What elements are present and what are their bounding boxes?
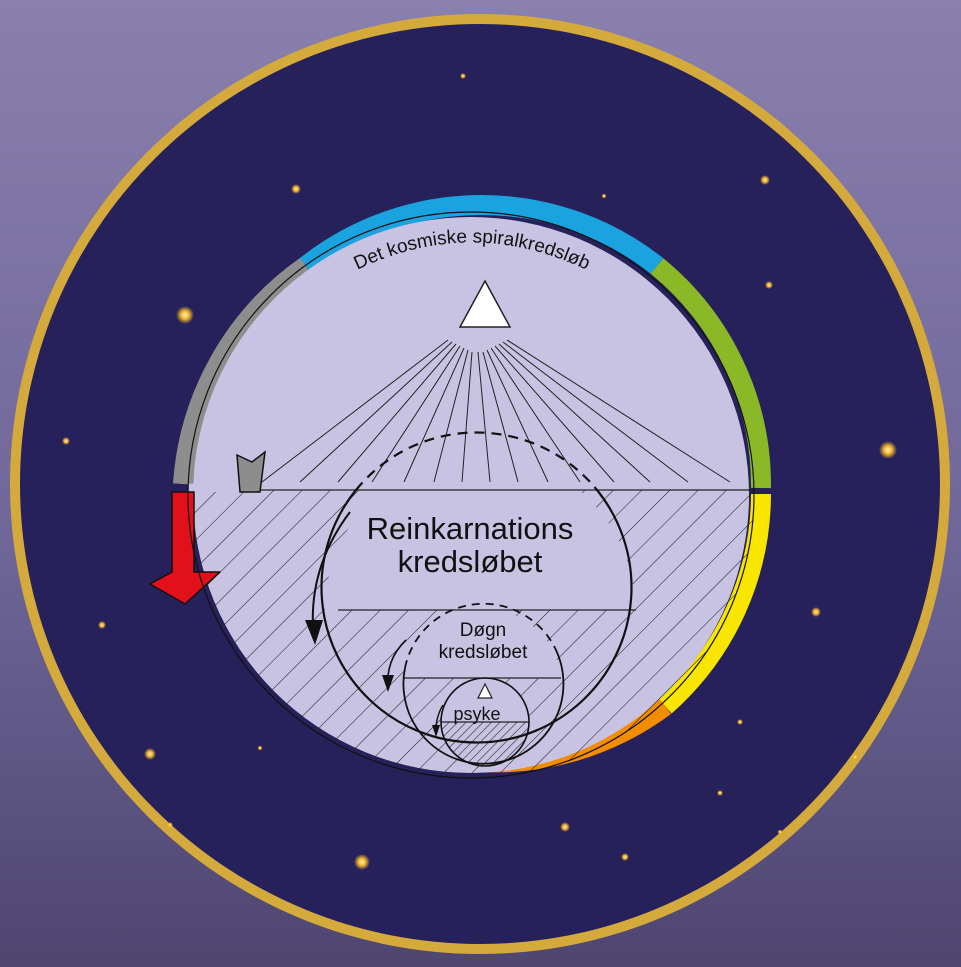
dogn-label-1: Døgn xyxy=(460,620,506,641)
dogn-label-2: kredsløbet xyxy=(439,642,528,663)
reinkarnation-label-1: Reinkarnations xyxy=(367,511,574,546)
reinkarnation-label-2: kredsløbet xyxy=(398,544,543,579)
psyke-label: psyke xyxy=(453,704,500,724)
